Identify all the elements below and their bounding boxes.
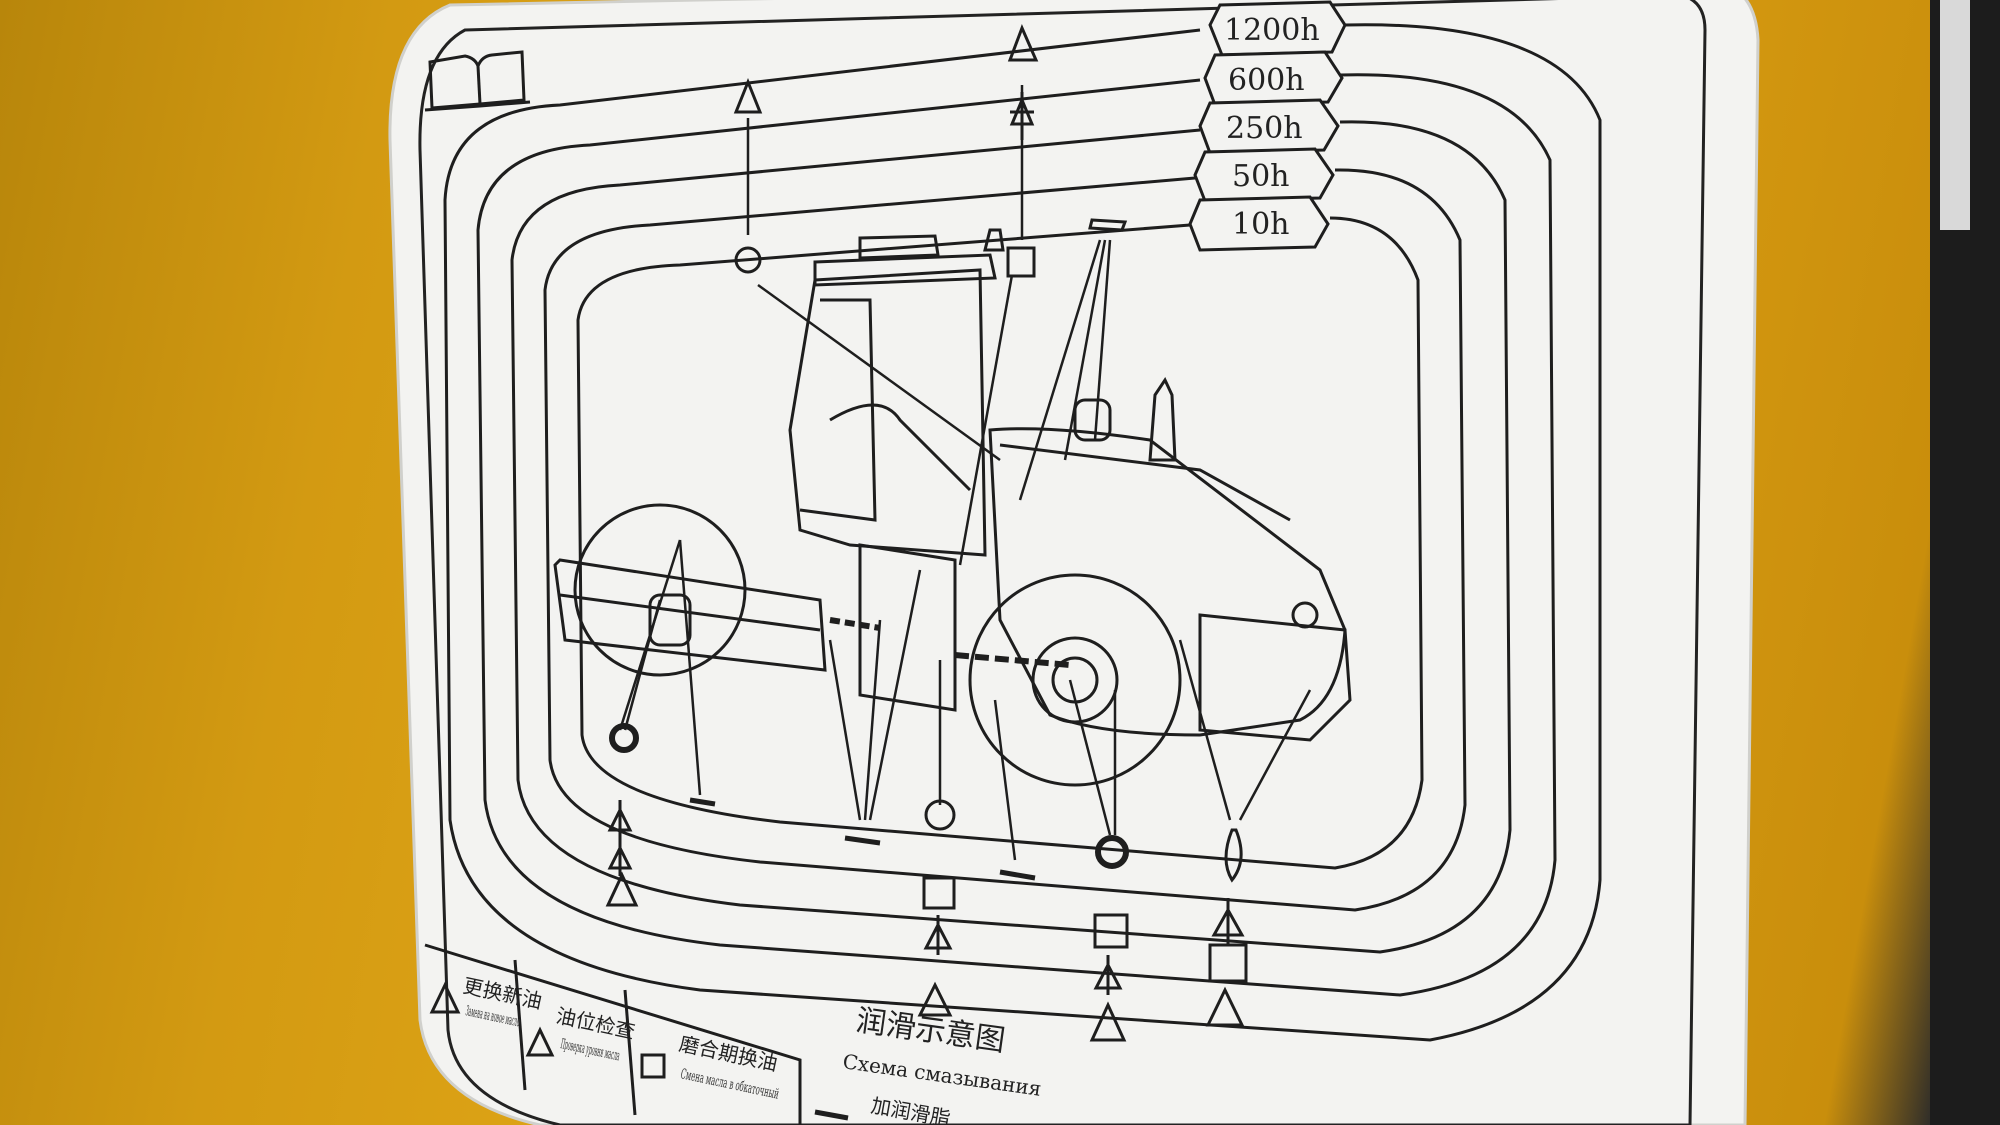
- triangle-icon: [605, 871, 639, 907]
- triangle-icon: [429, 981, 461, 1014]
- cab-roof: [813, 253, 997, 287]
- interval-50h: 50h: [1193, 147, 1335, 203]
- svg-text:600h: 600h: [1228, 63, 1305, 98]
- grease-gun-icon: [814, 1109, 849, 1121]
- level-check-icon: [525, 1026, 555, 1057]
- drain-plug-icon: [924, 799, 956, 831]
- triangle-icon: [1089, 1001, 1127, 1042]
- level-check-icon: [607, 800, 633, 840]
- square-icon: [922, 876, 956, 910]
- service-symbols: [605, 24, 1248, 1042]
- interval-1200h: 1200h: [1208, 0, 1347, 57]
- grease-gun-icon: [689, 797, 716, 807]
- square-icon: [1208, 943, 1248, 983]
- engine-hood: [988, 427, 1347, 737]
- svg-text:1200h: 1200h: [1224, 13, 1320, 48]
- front-drum: [573, 503, 747, 677]
- articulation-block: [858, 543, 957, 712]
- roller-compactor-drawing: [553, 228, 1352, 787]
- interval-600h: 600h: [1203, 50, 1344, 107]
- triangle-icon: [917, 981, 953, 1017]
- interval-250h: 250h: [1198, 98, 1340, 155]
- interval-loops: [443, 23, 1602, 1042]
- front-frame: [553, 558, 827, 672]
- loop-250h: [510, 120, 1512, 954]
- svg-text:50h: 50h: [1232, 159, 1290, 194]
- operator-cab: [788, 268, 987, 557]
- open-book-icon: [424, 50, 531, 112]
- level-check-icon: [923, 915, 953, 955]
- square-icon: [1006, 246, 1036, 278]
- grease-gun-icon: [1088, 218, 1128, 232]
- triangle-icon: [733, 77, 763, 114]
- square-icon: [640, 1053, 666, 1079]
- interval-10h: 10h: [1188, 195, 1330, 252]
- triangle-icon: [1007, 24, 1039, 62]
- svg-text:10h: 10h: [1232, 207, 1290, 242]
- triangle-icon: [1205, 986, 1245, 1027]
- gear-icon: [1095, 835, 1129, 869]
- background-highlight: [1940, 0, 1970, 230]
- level-check-icon: [1211, 898, 1245, 945]
- leader-lines: [618, 85, 1312, 861]
- fuel-drop-icon: [1224, 828, 1243, 883]
- level-check-icon: [607, 838, 633, 876]
- square-icon: [1093, 913, 1129, 949]
- level-check-icon: [1009, 92, 1035, 140]
- exhaust-stack: [1148, 376, 1177, 462]
- level-check-icon: [1093, 955, 1123, 995]
- loop-600h: [476, 73, 1557, 997]
- lubrication-plate: [388, 0, 1760, 1125]
- grease-gun-icon: [844, 835, 881, 846]
- drain-plug-icon: [734, 246, 762, 274]
- svg-text:250h: 250h: [1226, 111, 1303, 146]
- loop-10h: [576, 216, 1424, 870]
- loop-1200h: [443, 23, 1602, 1042]
- grease-gun-icon: [999, 869, 1036, 881]
- loop-50h: [543, 168, 1467, 912]
- gear-icon: [609, 723, 639, 753]
- interval-labels: 1200h 600h 250h 50h 10h: [1188, 0, 1347, 252]
- beacon-light: [983, 228, 1005, 252]
- rear-wheel: [968, 573, 1182, 787]
